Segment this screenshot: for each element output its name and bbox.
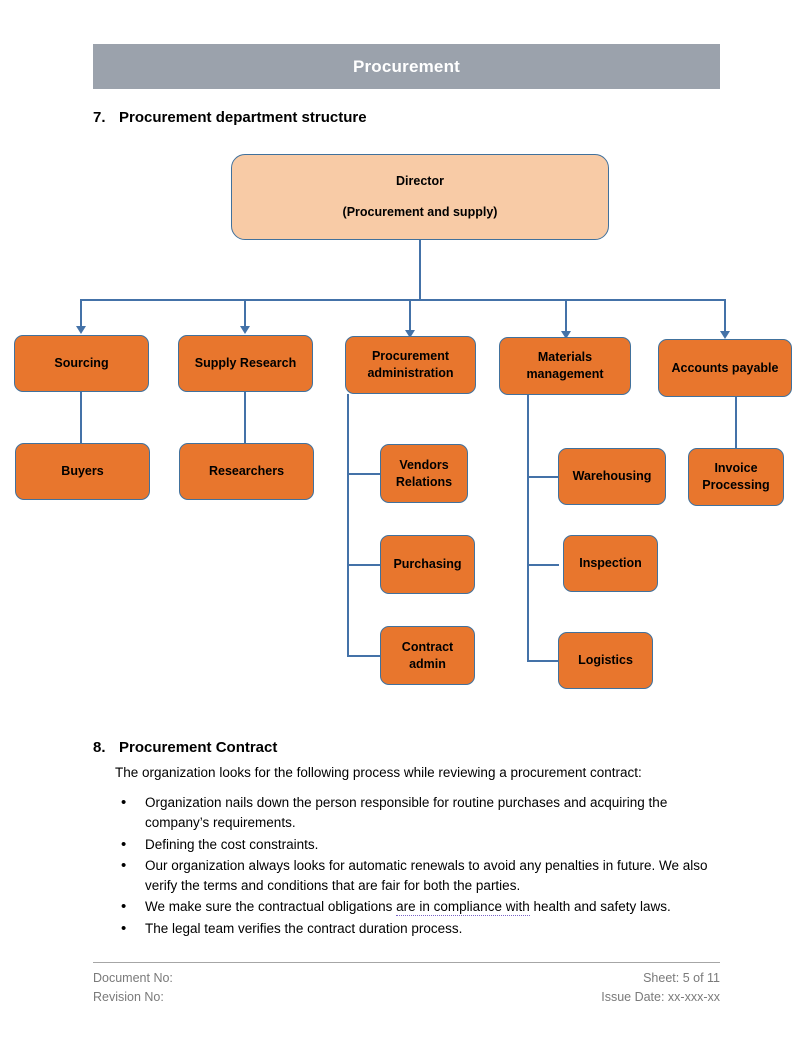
footer-row-top: Document No: Sheet: 5 of 11 bbox=[93, 969, 720, 988]
org-node-procurement-administration-line1: Procurement bbox=[371, 349, 450, 364]
org-node-invoice-processing-line1: Invoice bbox=[714, 461, 758, 476]
section-title: Procurement Contract bbox=[119, 739, 278, 756]
org-node-materials-management[interactable]: Materials management bbox=[499, 337, 631, 395]
org-node-purchasing[interactable]: Purchasing bbox=[380, 535, 475, 594]
footer-document-no: Document No: bbox=[93, 971, 173, 985]
bullet-text: The legal team verifies the contract dur… bbox=[145, 920, 463, 936]
connector-sourcing-to-buyers bbox=[80, 392, 82, 443]
connector-drop-accounts-payable bbox=[724, 299, 726, 332]
org-node-warehousing[interactable]: Warehousing bbox=[558, 448, 666, 505]
bullet-text: We make sure the contractual obligations bbox=[145, 899, 397, 915]
list-item: Organization nails down the person respo… bbox=[115, 792, 712, 834]
connector-stub-vendors-relations bbox=[347, 473, 381, 475]
org-node-director-line2: (Procurement and supply) bbox=[342, 205, 498, 219]
connector-drop-sourcing bbox=[80, 299, 82, 327]
footer-row-bottom: Revision No: Issue Date: xx-xxx-xx bbox=[93, 988, 720, 1007]
bullet-text: Defining the cost constraints. bbox=[145, 836, 319, 852]
connector-stub-inspection bbox=[527, 564, 559, 566]
connector-stub-logistics bbox=[527, 660, 559, 662]
bullet-text: Organization nails down the person respo… bbox=[145, 795, 668, 831]
footer-revision-no: Revision No: bbox=[93, 990, 164, 1005]
org-node-supply-research[interactable]: Supply Research bbox=[178, 335, 313, 392]
org-node-contract-admin-line1: Contract bbox=[401, 639, 454, 654]
arrowhead-procurement-administration bbox=[405, 330, 415, 338]
org-node-sourcing-line1: Sourcing bbox=[54, 356, 109, 371]
org-chart: Director (Procurement and supply) Sourci… bbox=[0, 130, 812, 710]
org-node-vendors-relations-line2: Relations bbox=[395, 474, 453, 489]
banner-title: Procurement bbox=[352, 56, 461, 76]
bullet-text-tail: health and safety laws. bbox=[529, 899, 671, 915]
arrowhead-supply-research bbox=[240, 326, 250, 334]
connector-spine-procurement-administration bbox=[347, 394, 349, 656]
org-node-accounts-payable[interactable]: Accounts payable bbox=[658, 339, 792, 397]
section-title: Procurement department structure bbox=[119, 109, 367, 126]
org-node-researchers-line1: Researchers bbox=[208, 464, 285, 479]
contract-bullet-list: Organization nails down the person respo… bbox=[115, 792, 712, 940]
list-item: Our organization always looks for automa… bbox=[115, 855, 712, 897]
arrowhead-sourcing bbox=[76, 326, 86, 334]
org-node-supply-research-line1: Supply Research bbox=[194, 356, 297, 371]
org-node-inspection[interactable]: Inspection bbox=[563, 535, 658, 592]
arrowhead-accounts-payable bbox=[720, 331, 730, 339]
grammar-suggestion-text[interactable]: are in compliance with bbox=[396, 899, 530, 917]
org-node-procurement-administration-line2: administration bbox=[367, 366, 454, 380]
section-heading-structure: 7. Procurement department structure bbox=[93, 109, 367, 126]
org-node-materials-management-line2: management bbox=[526, 367, 604, 381]
bullet-text: Our organization always looks for automa… bbox=[145, 857, 708, 893]
org-node-procurement-administration[interactable]: Procurement administration bbox=[345, 336, 476, 394]
org-node-logistics[interactable]: Logistics bbox=[558, 632, 653, 689]
connector-supply-research-to-researchers bbox=[244, 392, 246, 443]
org-node-purchasing-line1: Purchasing bbox=[393, 557, 462, 572]
connector-stub-purchasing bbox=[347, 564, 381, 566]
org-node-contract-admin[interactable]: Contract admin bbox=[380, 626, 475, 685]
list-item: The legal team verifies the contract dur… bbox=[115, 917, 712, 940]
connector-drop-materials-management bbox=[565, 299, 567, 332]
org-node-director-line1: Director bbox=[396, 173, 444, 188]
arrowhead-materials-management bbox=[561, 331, 571, 339]
contract-lead-paragraph: The organization looks for the following… bbox=[115, 765, 642, 780]
org-node-invoice-processing[interactable]: Invoice Processing bbox=[688, 448, 784, 506]
org-node-logistics-line1: Logistics bbox=[578, 653, 633, 668]
section-number: 7. bbox=[93, 109, 106, 126]
org-node-researchers[interactable]: Researchers bbox=[179, 443, 314, 500]
footer-sheet-number: Sheet: 5 of 11 bbox=[643, 971, 720, 985]
org-node-vendors-relations[interactable]: Vendors Relations bbox=[380, 444, 468, 503]
connector-stub-contract-admin bbox=[347, 655, 381, 657]
page-header-banner: Procurement bbox=[93, 44, 720, 89]
org-node-accounts-payable-line1: Accounts payable bbox=[671, 360, 779, 375]
org-node-buyers-line1: Buyers bbox=[61, 464, 104, 479]
section-heading-contract: 8. Procurement Contract bbox=[93, 739, 277, 756]
org-node-warehousing-line1: Warehousing bbox=[572, 469, 652, 484]
connector-root-trunk bbox=[419, 240, 421, 300]
section-number: 8. bbox=[93, 739, 106, 756]
org-node-inspection-line1: Inspection bbox=[579, 556, 642, 571]
list-item: Defining the cost constraints. bbox=[115, 833, 712, 856]
org-node-sourcing[interactable]: Sourcing bbox=[14, 335, 149, 392]
org-node-vendors-relations-line1: Vendors bbox=[399, 457, 449, 472]
org-node-invoice-processing-line2: Processing bbox=[702, 478, 770, 492]
org-node-director[interactable]: Director (Procurement and supply) bbox=[231, 154, 609, 240]
connector-stub-warehousing bbox=[527, 476, 559, 478]
connector-accounts-payable-to-invoice-processing bbox=[735, 397, 737, 448]
footer-issue-date: Issue Date: xx-xxx-xx bbox=[601, 990, 720, 1005]
org-node-buyers[interactable]: Buyers bbox=[15, 443, 150, 500]
connector-distribution-bus bbox=[80, 299, 725, 301]
org-node-contract-admin-line2: admin bbox=[409, 656, 446, 671]
connector-spine-materials-management bbox=[527, 395, 529, 661]
connector-drop-procurement-administration bbox=[409, 299, 411, 331]
org-node-materials-management-line1: Materials bbox=[537, 350, 593, 365]
page-footer: Document No: Sheet: 5 of 11 Revision No:… bbox=[93, 962, 720, 1008]
list-item: We make sure the contractual obligations… bbox=[115, 896, 712, 919]
connector-drop-supply-research bbox=[244, 299, 246, 327]
